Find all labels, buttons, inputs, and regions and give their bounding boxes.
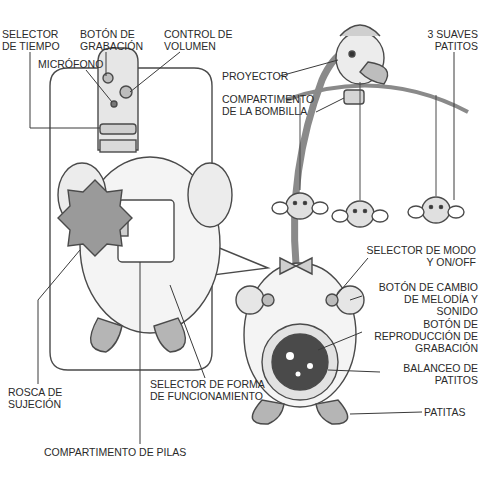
- leader-line: [336, 258, 368, 296]
- hanging-string: [360, 82, 361, 200]
- mode-button: [262, 294, 274, 306]
- head-tuft: [340, 25, 380, 36]
- base-foot: [316, 400, 348, 424]
- lens-sparkle: [286, 352, 294, 360]
- lens-sparkle: [307, 363, 313, 369]
- part-label: COMPARTIMENTO DE PILAS: [44, 446, 224, 458]
- base-wing: [236, 286, 264, 314]
- screw-knob: [58, 180, 132, 256]
- mobile-arm: [294, 52, 344, 264]
- speaker-grill: [100, 140, 136, 152]
- time-switch: [100, 124, 136, 134]
- part-label: PATITAS: [424, 406, 478, 418]
- leader-line: [318, 332, 362, 350]
- bulb-compartment: [344, 90, 364, 104]
- base-wing: [336, 286, 364, 314]
- leader-line: [106, 52, 107, 76]
- part-label: SELECTOR DE MODO Y ON/OFF: [366, 244, 476, 268]
- control-neck: [98, 48, 138, 150]
- leader-line: [140, 262, 141, 444]
- projector-dome: [262, 324, 338, 400]
- inset-foot: [154, 318, 185, 352]
- duck-beak: [360, 62, 388, 84]
- hanging-duckling: [272, 193, 328, 219]
- part-label: BOTÓN DE REPRODUCCIÓN DE GRABACIÓN: [362, 318, 478, 354]
- leader-line: [350, 412, 422, 414]
- part-label: COMPARTIMENTO DE LA BOMBILLA: [222, 93, 316, 117]
- hanging-string: [436, 95, 437, 196]
- leader-line: [280, 60, 338, 76]
- hanging-duckling: [408, 197, 464, 223]
- part-label: SELECTOR DE FORMA DE FUNCIONAMIENTO: [150, 378, 268, 402]
- part-label: BALANCEO DE PATITOS: [382, 362, 478, 386]
- hanging-duckling: [332, 201, 388, 227]
- record-button: [103, 73, 113, 83]
- part-label: BOTÓN DE GRABACIÓN: [80, 28, 152, 52]
- leader-line: [350, 296, 362, 300]
- leader-line: [328, 370, 380, 372]
- leader-line: [454, 52, 455, 200]
- duck-eye: [349, 51, 355, 57]
- part-label: ROSCA DE SUJECIÓN: [8, 386, 88, 410]
- leader-line: [86, 70, 112, 102]
- lens-sparkle: [296, 372, 301, 377]
- leader-line: [170, 285, 205, 378]
- leader-line: [316, 98, 344, 112]
- inset-foot: [91, 318, 122, 352]
- part-label: PROYECTOR: [222, 70, 292, 82]
- projector-lens: [272, 334, 328, 390]
- leader-line: [130, 52, 180, 92]
- inset-wing: [188, 163, 232, 227]
- leader-line: [38, 250, 80, 384]
- part-label: SELECTOR DE TIEMPO: [2, 28, 74, 52]
- part-label: CONTROL DE VOLUMEN: [164, 28, 244, 52]
- base-foot: [252, 400, 284, 424]
- part-label: MICRÓFONO: [38, 58, 108, 70]
- bow: [280, 258, 312, 274]
- part-label: BOTÓN DE CAMBIO DE MELODÍA Y SONIDO: [364, 281, 478, 317]
- part-label: 3 SUAVES PATITOS: [418, 28, 478, 52]
